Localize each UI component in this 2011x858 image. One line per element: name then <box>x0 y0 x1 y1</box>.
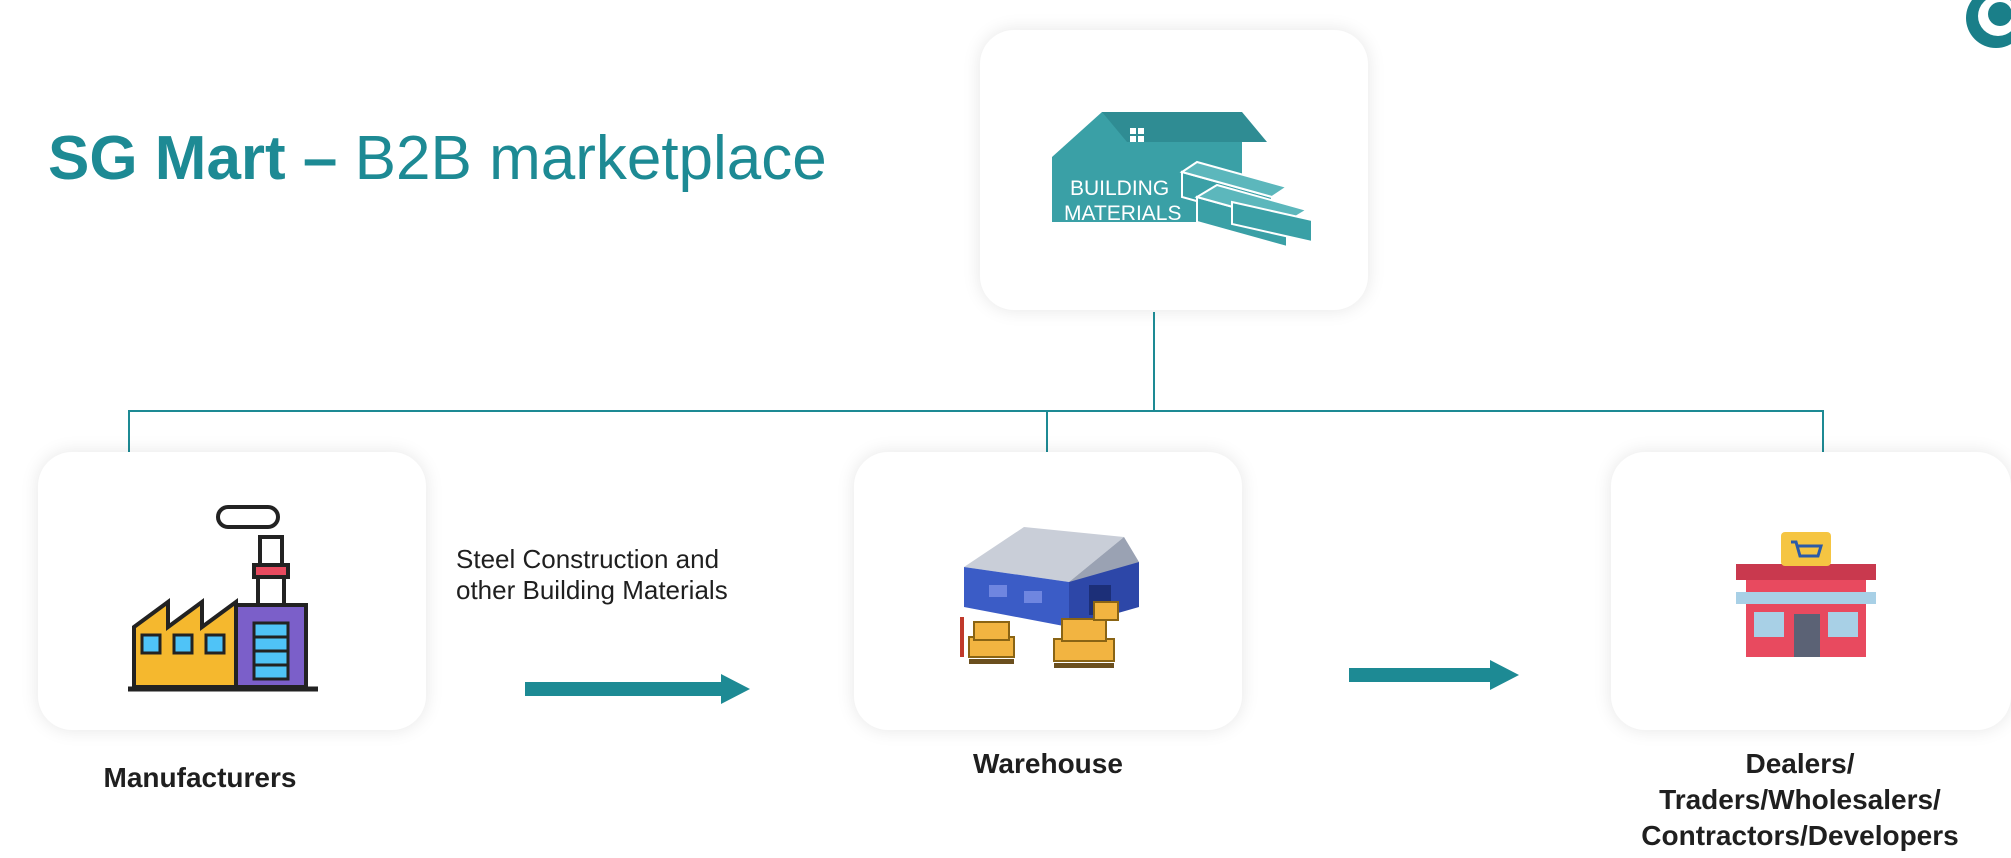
connector-vertical-top <box>1153 312 1155 412</box>
store-icon <box>1736 532 1876 657</box>
icon-text-2: MATERIALS <box>1064 202 1181 225</box>
connector-drop-left <box>128 410 130 452</box>
corner-logo <box>1966 0 2011 48</box>
warehouse-icon <box>960 527 1139 668</box>
dealers-label-line-3: Contractors/Developers <box>1641 820 1959 851</box>
factory-icon <box>128 505 318 692</box>
dealers-label: Dealers/ Traders/Wholesalers/ Contractor… <box>1600 746 2000 854</box>
connector-horizontal <box>128 410 1824 412</box>
manufacturers-label: Manufacturers <box>103 762 297 793</box>
warehouse-label: Warehouse <box>973 748 1123 779</box>
building-materials-card: BUILDING MATERIALS <box>980 30 1368 310</box>
connector-drop-center <box>1046 410 1048 452</box>
connector-drop-right <box>1822 410 1824 452</box>
flow-label: Steel Construction and other Building Ma… <box>456 544 728 605</box>
dealers-label-line-1: Dealers/ <box>1745 748 1855 779</box>
arrow-warehouse-to-dealers <box>1349 660 1519 690</box>
dealers-card <box>1611 452 2011 730</box>
warehouse-card <box>854 452 1242 730</box>
icon-text-1: BUILDING <box>1070 177 1169 200</box>
page-title: SG Mart – B2B marketplace <box>48 128 827 190</box>
dealers-label-line-2: Traders/Wholesalers/ <box>1659 784 1941 815</box>
building-materials-icon: BUILDING MATERIALS <box>1052 112 1313 249</box>
manufacturers-card <box>38 452 426 730</box>
title-regular: B2B marketplace <box>354 124 827 193</box>
title-bold: SG Mart – <box>48 124 338 193</box>
arrow-manufacturers-to-warehouse <box>525 674 750 704</box>
